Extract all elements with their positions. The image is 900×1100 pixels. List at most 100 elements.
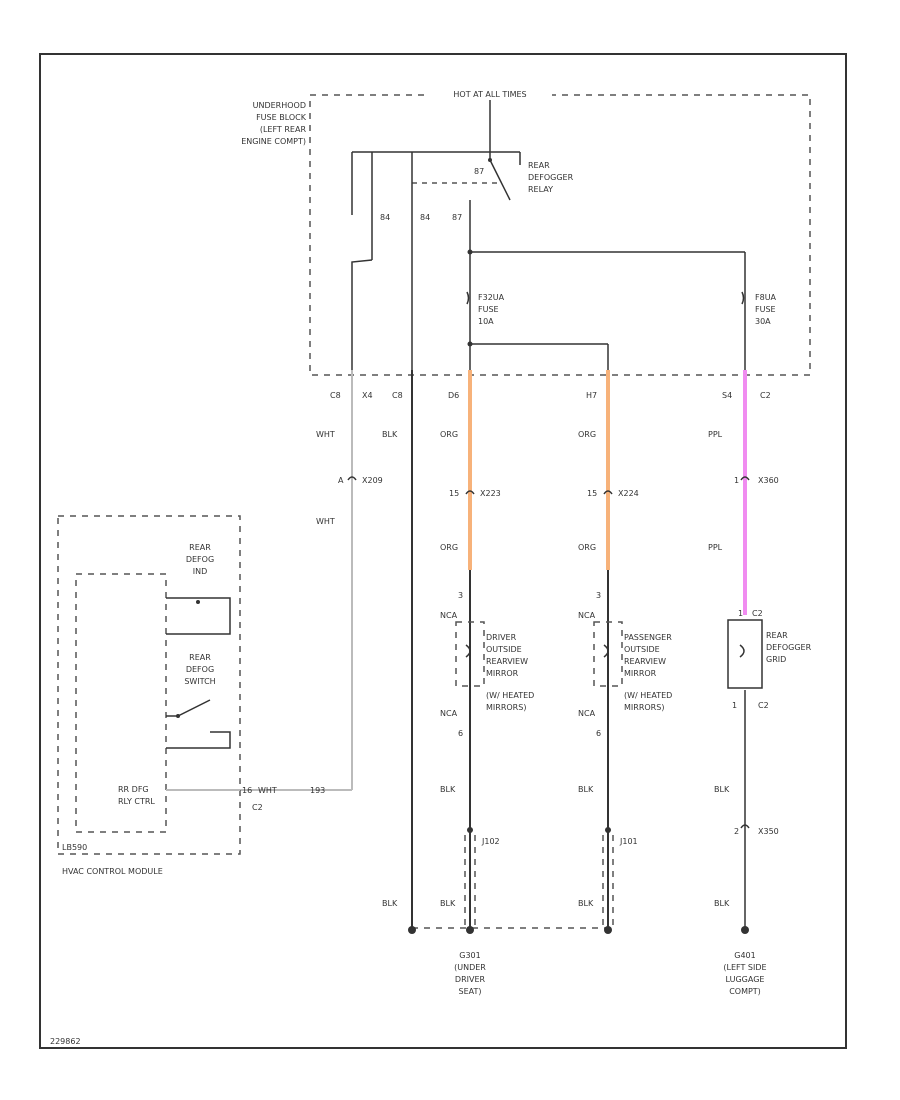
blk-label-2: BLK	[578, 785, 594, 794]
org-label-3: ORG	[578, 430, 596, 439]
relay-label-2: DEFOGGER	[528, 173, 574, 182]
driver-mirror-box	[455, 621, 485, 687]
rear-grid-box	[727, 619, 763, 689]
j101-splice	[605, 827, 611, 833]
ground-point-1	[408, 926, 416, 934]
coil-wire-down	[351, 259, 373, 370]
driver-mirror-pin-bot: 6	[458, 729, 463, 738]
fuse-block-title-1: UNDERHOOD	[253, 101, 306, 110]
fuse-mirror: F32UA FUSE 10A	[466, 291, 505, 326]
fuse-block-title: UNDERHOOD FUSE BLOCK (LEFT REAR ENGINE C…	[241, 101, 307, 146]
relay-output-junction	[467, 249, 473, 255]
wht-label-1: WHT	[316, 430, 335, 439]
ind-lamp	[196, 600, 200, 604]
diagram-frame	[39, 53, 847, 1049]
sw-label-3: SWITCH	[184, 677, 215, 686]
x224-marker	[603, 490, 613, 495]
relay-switch-contact	[489, 159, 511, 201]
g301-label-4: SEAT)	[459, 987, 482, 996]
relay-pin-87: 87	[452, 213, 462, 222]
rear-grid-pin-bot-c: C2	[758, 701, 769, 710]
ground-point-3	[604, 926, 612, 934]
pin-s4: S4	[722, 391, 732, 400]
sw-pivot	[176, 714, 180, 718]
x209-marker	[347, 476, 357, 481]
hvac-module-box	[57, 515, 241, 855]
figure-id: 229862	[50, 1037, 81, 1046]
driver-mirror-label-2: OUTSIDE	[486, 645, 522, 654]
pin-h7: H7	[586, 391, 597, 400]
x350-label: X350	[758, 827, 779, 836]
ppl-label-1: PPL	[708, 430, 723, 439]
rear-grid-label-3: GRID	[766, 655, 786, 664]
rear-grid-pin-bot: 1	[732, 701, 737, 710]
driver-mirror-label-5: (W/ HEATED	[486, 691, 534, 700]
rear-defog-switch: REAR DEFOG SWITCH	[166, 653, 231, 749]
hvac-module-label: HVAC CONTROL MODULE	[62, 867, 163, 876]
org-label-1: ORG	[440, 430, 458, 439]
x223-marker	[465, 490, 475, 495]
blk-bottom-1: BLK	[382, 899, 398, 908]
ground-point-g301	[466, 926, 474, 934]
pass-mirror-label-1: PASSENGER	[624, 633, 672, 642]
pin-d6: D6	[448, 391, 459, 400]
relay-label-3: RELAY	[528, 185, 553, 194]
x224-pin: 15	[587, 489, 597, 498]
g401-label-4: COMPT)	[729, 987, 761, 996]
blk-bottom-2: BLK	[440, 899, 456, 908]
x350-marker	[740, 824, 750, 829]
x209-pin: A	[338, 476, 344, 485]
rear-grid-label-2: DEFOGGER	[766, 643, 812, 652]
relay-pin-84a: 84	[380, 213, 390, 222]
driver-mirror-label-4: MIRROR	[486, 669, 519, 678]
blk-main-label: BLK	[382, 430, 398, 439]
fuse-block-box	[309, 94, 811, 376]
org-label-4: ORG	[578, 543, 596, 552]
g301-label-3: DRIVER	[455, 975, 486, 984]
relay-pin-top: 87	[474, 167, 484, 176]
pass-mirror-label-6: MIRRORS)	[624, 703, 664, 712]
fuse-defog-label-3: 30A	[755, 317, 771, 326]
fuse-block-title-3: (LEFT REAR	[260, 125, 307, 134]
hvac-wire-text: WHT	[258, 786, 277, 795]
pass-mirror-pin-bot: 6	[596, 729, 601, 738]
driver-mirror-nca-bot: NCA	[440, 709, 458, 718]
ctrl-label-1: RR DFG	[118, 785, 149, 794]
ppl-label-2: PPL	[708, 543, 723, 552]
ind-label-3: IND	[193, 567, 208, 576]
g401-label-3: LUGGAGE	[726, 975, 765, 984]
hot-at-all-times-label: HOT AT ALL TIMES	[453, 90, 526, 99]
fuse-defog-label-1: F8UA	[755, 293, 777, 302]
relay-pin-84b: 84	[420, 213, 430, 222]
sw-label-1: REAR	[189, 653, 211, 662]
hvac-pin-c: C2	[252, 803, 263, 812]
rear-grid-pin-top: C2	[752, 609, 763, 618]
rear-grid-pin-top-num: 1	[738, 609, 743, 618]
sw-label-2: DEFOG	[186, 665, 214, 674]
hvac-pin: 16	[242, 786, 252, 795]
org-label-2: ORG	[440, 543, 458, 552]
ctrl-label-2: RLY CTRL	[118, 797, 155, 806]
g401-label-2: (LEFT SIDE	[723, 963, 766, 972]
driver-mirror-label-1: DRIVER	[486, 633, 517, 642]
hvac-module-id: LB590	[62, 843, 87, 852]
fuse-mirror-label-3: 10A	[478, 317, 494, 326]
driver-mirror-pin-top: 3	[458, 591, 463, 600]
pin-c8a-num: X4	[362, 391, 373, 400]
x360-label: X360	[758, 476, 779, 485]
fuse-defog: F8UA FUSE 30A	[741, 291, 777, 326]
blk-label-1: BLK	[440, 785, 456, 794]
pin-c2: C2	[760, 391, 771, 400]
rear-defog-indicator: REAR DEFOG IND	[166, 543, 231, 635]
g301-label-1: G301	[459, 951, 480, 960]
wht-label-2: WHT	[316, 517, 335, 526]
mirror-split-junction	[467, 341, 473, 347]
j102-label: J102	[481, 837, 500, 846]
ind-label-1: REAR	[189, 543, 211, 552]
sw-contact	[166, 699, 211, 717]
x223-pin: 15	[449, 489, 459, 498]
fuse-mirror-label-1: F32UA	[478, 293, 505, 302]
hot-label-bg	[430, 88, 552, 100]
ind-outline	[166, 597, 231, 635]
